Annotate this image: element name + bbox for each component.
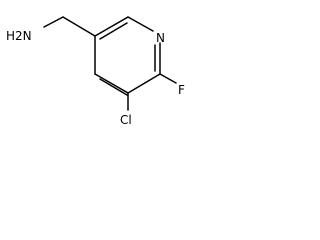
bond-c5-c6 [127, 73, 161, 94]
bond-n1-c2 [127, 16, 154, 32]
bond-c2-c3 [94, 16, 129, 37]
amine-label: H2N [6, 29, 32, 43]
bond-c4-c5-inner [99, 78, 128, 96]
bond-c2-c3-inner [99, 22, 128, 40]
chemical-structure-diagram: H2N N F Cl [6, 16, 185, 127]
bond-ch2-nh2 [43, 16, 64, 28]
fluorine-label: F [178, 83, 185, 97]
ring-nitrogen-label: N [156, 31, 165, 45]
bond-c3-ch2 [62, 16, 96, 37]
bond-c6-f [159, 73, 177, 84]
chlorine-label: Cl [120, 113, 132, 127]
bond-c4-c5 [94, 73, 129, 94]
